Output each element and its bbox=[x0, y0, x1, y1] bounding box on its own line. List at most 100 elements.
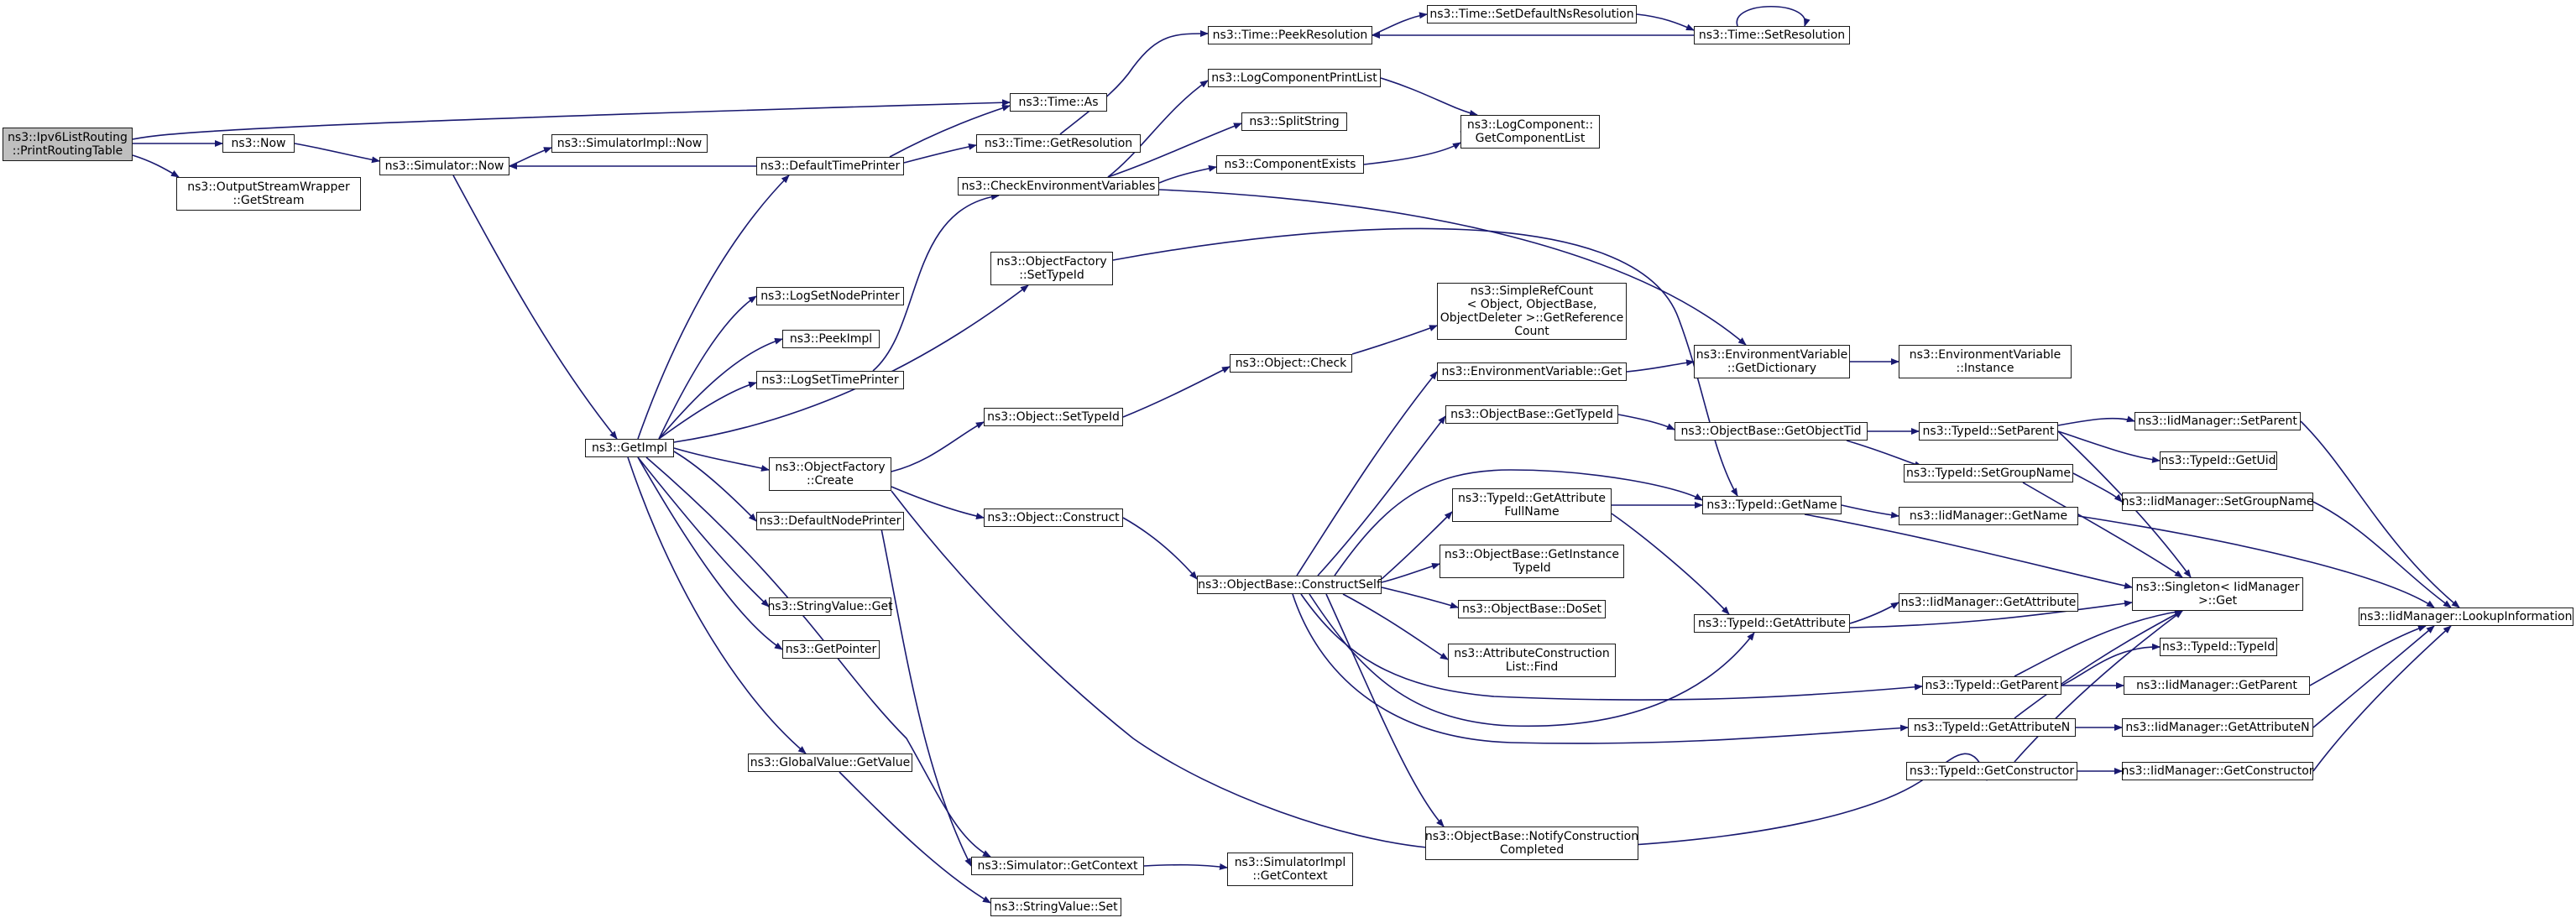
node-objectfactory-settypeid[interactable]: ns3::ObjectFactory ::SetTypeId bbox=[990, 252, 1113, 285]
node-peekimpl[interactable]: ns3::PeekImpl bbox=[782, 330, 880, 348]
node-iidmanager-setgroupname[interactable]: ns3::IidManager::SetGroupName bbox=[2122, 493, 2313, 511]
node-singleton-iidmanager-get[interactable]: ns3::Singleton< IidManager >::Get bbox=[2132, 577, 2303, 611]
call-edge bbox=[2022, 482, 2183, 578]
node-object-construct[interactable]: ns3::Object::Construct bbox=[984, 508, 1123, 527]
call-edge bbox=[1300, 593, 1923, 701]
call-edge bbox=[1325, 593, 1445, 827]
call-edge bbox=[2309, 625, 2427, 686]
node-time-as[interactable]: ns3::Time::As bbox=[1010, 93, 1107, 112]
node-defaultnodeprinter[interactable]: ns3::DefaultNodePrinter bbox=[756, 512, 904, 530]
node-typeid-getparent[interactable]: ns3::TypeId::GetParent bbox=[1922, 676, 2061, 695]
call-edge bbox=[1143, 863, 1228, 870]
node-stringvalue-get[interactable]: ns3::StringValue::Get bbox=[767, 597, 893, 616]
node-iidmanager-getname[interactable]: ns3::IidManager::GetName bbox=[1899, 507, 2078, 525]
node-iidmanager-getattributen[interactable]: ns3::IidManager::GetAttributeN bbox=[2122, 718, 2313, 737]
node-typeid-getattributefullname[interactable]: ns3::TypeId::GetAttribute FullName bbox=[1452, 488, 1612, 522]
call-edge bbox=[2312, 501, 2452, 608]
node-iidmanager-lookupinformation[interactable]: ns3::IidManager::LookupInformation bbox=[2359, 608, 2573, 626]
node-iidmanager-setparent[interactable]: ns3::IidManager::SetParent bbox=[2134, 412, 2301, 430]
node-objectfactory-create[interactable]: ns3::ObjectFactory ::Create bbox=[769, 457, 891, 491]
node-outputstreamwrapper-getstream[interactable]: ns3::OutputStreamWrapper ::GetStream bbox=[176, 177, 361, 211]
node-logsettimeprinter[interactable]: ns3::LogSetTimePrinter bbox=[756, 371, 904, 389]
node-objectbase-doset[interactable]: ns3::ObjectBase::DoSet bbox=[1458, 600, 1606, 618]
node-logcomponentprintlist[interactable]: ns3::LogComponentPrintList bbox=[1208, 69, 1381, 87]
node-objectbase-gettypeid[interactable]: ns3::ObjectBase::GetTypeId bbox=[1445, 405, 1618, 424]
node-typeid-getuid[interactable]: ns3::TypeId::GetUid bbox=[2160, 451, 2277, 470]
node-simulator-getcontext[interactable]: ns3::Simulator::GetContext bbox=[971, 857, 1144, 875]
call-edge bbox=[1626, 359, 1695, 373]
node-defaulttimeprinter[interactable]: ns3::DefaultTimePrinter bbox=[756, 157, 904, 175]
call-edge bbox=[658, 337, 783, 440]
call-edge bbox=[2077, 515, 2435, 608]
node-getpointer[interactable]: ns3::GetPointer bbox=[782, 640, 880, 659]
call-edge bbox=[2061, 643, 2161, 686]
call-edge bbox=[658, 381, 757, 440]
node-typeid-getname[interactable]: ns3::TypeId::GetName bbox=[1702, 496, 1842, 514]
call-edge bbox=[1107, 123, 1242, 178]
node-attributeconstructionlist-find[interactable]: ns3::AttributeConstruction List::Find bbox=[1448, 644, 1616, 677]
call-edge bbox=[1804, 514, 2133, 589]
call-edge bbox=[839, 771, 991, 904]
call-edge bbox=[1381, 587, 1459, 609]
call-edge bbox=[1158, 164, 1217, 184]
node-iidmanager-getconstructor[interactable]: ns3::IidManager::GetConstructor bbox=[2121, 762, 2314, 780]
call-edge bbox=[1122, 366, 1231, 418]
call-edge bbox=[294, 143, 380, 164]
call-edge bbox=[2014, 610, 2183, 763]
node-simulator-now[interactable]: ns3::Simulator::Now bbox=[379, 157, 509, 175]
node-now[interactable]: ns3::Now bbox=[222, 134, 295, 153]
node-typeid-getattribute[interactable]: ns3::TypeId::GetAttribute bbox=[1694, 614, 1850, 633]
node-simplerefcount-getreferencecount[interactable]: ns3::SimpleRefCount < Object, ObjectBase… bbox=[1437, 283, 1627, 340]
node-simulatorimpl-getcontext[interactable]: ns3::SimulatorImpl ::GetContext bbox=[1227, 853, 1353, 886]
node-typeid-setparent[interactable]: ns3::TypeId::SetParent bbox=[1919, 422, 2058, 441]
node-time-setresolution[interactable]: ns3::Time::SetResolution bbox=[1694, 26, 1850, 44]
node-iidmanager-getattribute[interactable]: ns3::IidManager::GetAttribute bbox=[1899, 593, 2078, 612]
node-getimpl[interactable]: ns3::GetImpl bbox=[585, 439, 674, 457]
node-typeid-typeid[interactable]: ns3::TypeId::TypeId bbox=[2160, 638, 2277, 656]
call-edge bbox=[2300, 420, 2460, 608]
node-typeid-getattributen[interactable]: ns3::TypeId::GetAttributeN bbox=[1908, 718, 2076, 737]
node-simulatorimpl-now[interactable]: ns3::SimulatorImpl::Now bbox=[551, 134, 708, 153]
node-logcomponent-getcomponentlist[interactable]: ns3::LogComponent:: GetComponentList bbox=[1460, 115, 1600, 149]
node-stringvalue-set[interactable]: ns3::StringValue::Set bbox=[990, 898, 1121, 916]
call-edge bbox=[1112, 227, 1738, 497]
call-edge bbox=[889, 104, 1011, 158]
node-environmentvariable-get[interactable]: ns3::EnvironmentVariable::Get bbox=[1437, 362, 1627, 381]
node-checkenvironmentvariables[interactable]: ns3::CheckEnvironmentVariables bbox=[958, 177, 1159, 196]
call-edge bbox=[1363, 142, 1461, 165]
call-edge bbox=[2312, 625, 2452, 772]
node-objectbase-notifyconstructioncompleted[interactable]: ns3::ObjectBase::NotifyConstruction Comp… bbox=[1425, 827, 1638, 860]
call-edge bbox=[2312, 625, 2435, 728]
node-object-check[interactable]: ns3::Object::Check bbox=[1230, 354, 1352, 373]
node-environmentvariable-getdictionary[interactable]: ns3::EnvironmentVariable ::GetDictionary bbox=[1694, 345, 1850, 378]
call-edge bbox=[627, 456, 807, 754]
node-objectbase-getobjecttid[interactable]: ns3::ObjectBase::GetObjectTid bbox=[1675, 422, 1868, 441]
node-iidmanager-getparent[interactable]: ns3::IidManager::GetParent bbox=[2124, 676, 2310, 695]
node-object-settypeid[interactable]: ns3::Object::SetTypeId bbox=[984, 408, 1123, 426]
call-edge bbox=[1380, 77, 1478, 117]
call-edge bbox=[2057, 415, 2135, 426]
call-edge bbox=[645, 456, 991, 858]
node-objectbase-getinstancetypeid[interactable]: ns3::ObjectBase::GetInstance TypeId bbox=[1440, 545, 1624, 578]
call-edge bbox=[132, 154, 180, 178]
call-edge bbox=[1317, 415, 1446, 576]
call-edge bbox=[2072, 472, 2123, 503]
node-splitstring[interactable]: ns3::SplitString bbox=[1241, 112, 1347, 131]
node-time-getresolution[interactable]: ns3::Time::GetResolution bbox=[976, 134, 1141, 153]
call-edge bbox=[1381, 511, 1453, 580]
call-edge bbox=[673, 284, 1029, 443]
node-globalvalue-getvalue[interactable]: ns3::GlobalValue::GetValue bbox=[748, 754, 912, 772]
node-logsetnodeprinter[interactable]: ns3::LogSetNodePrinter bbox=[756, 287, 904, 305]
call-edge bbox=[2057, 430, 2161, 463]
call-edge bbox=[1617, 414, 1675, 430]
node-environmentvariable-instance[interactable]: ns3::EnvironmentVariable ::Instance bbox=[1899, 345, 2072, 378]
node-objectbase-constructself[interactable]: ns3::ObjectBase::ConstructSelf bbox=[1197, 576, 1382, 594]
node-typeid-setgroupname[interactable]: ns3::TypeId::SetGroupName bbox=[1904, 464, 2073, 482]
call-edge bbox=[1636, 13, 1695, 31]
node-time-peekresolution[interactable]: ns3::Time::PeekResolution bbox=[1208, 26, 1372, 44]
node-typeid-getconstructor[interactable]: ns3::TypeId::GetConstructor bbox=[1906, 762, 2077, 780]
node-componentexists[interactable]: ns3::ComponentExists bbox=[1216, 155, 1364, 174]
node-time-setdefaultnsresolution[interactable]: ns3::Time::SetDefaultNsResolution bbox=[1427, 5, 1637, 23]
